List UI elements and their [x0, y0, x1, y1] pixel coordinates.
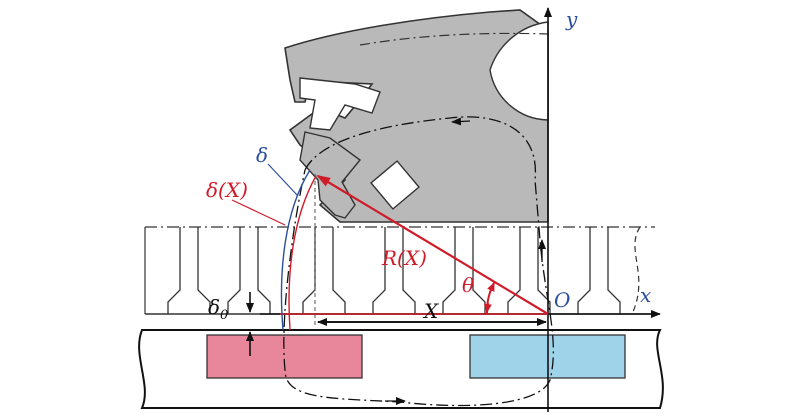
magnet-red: [206, 334, 363, 379]
delta0-base: δ: [208, 295, 220, 319]
delta-leader: [267, 163, 299, 197]
delta-label: δ: [256, 143, 268, 167]
r-x-label: R(X): [381, 246, 427, 270]
delta-curve-blue: [280, 169, 311, 331]
rotor-square-hole: [370, 160, 420, 210]
big-x-label: X: [422, 299, 439, 323]
theta-arrow-b: [487, 282, 495, 293]
theta-arrow-a: [483, 302, 492, 313]
theta-label: θ: [462, 273, 474, 297]
delta-x-curve-red: [288, 175, 317, 331]
rotor-arc-cut: [489, 21, 549, 121]
delta-x-label: δ(X): [206, 178, 248, 202]
delta0-subscript: 0: [220, 308, 228, 323]
origin-label: O: [554, 288, 570, 312]
x-axis-label: x: [640, 283, 651, 307]
stator-teeth: [167, 227, 621, 314]
y-axis-label: y: [565, 7, 578, 31]
flux-arrow-top: [451, 117, 471, 126]
rx-vector: [316, 174, 549, 315]
delta0-label: δ0: [208, 295, 228, 323]
rotor-slot-upper: [299, 77, 381, 131]
flux-loop: [283, 116, 555, 407]
delta-x-leader: [231, 199, 286, 226]
rotor-outline-dashdot: [359, 32, 549, 46]
stator-right-edge: [631, 226, 641, 315]
